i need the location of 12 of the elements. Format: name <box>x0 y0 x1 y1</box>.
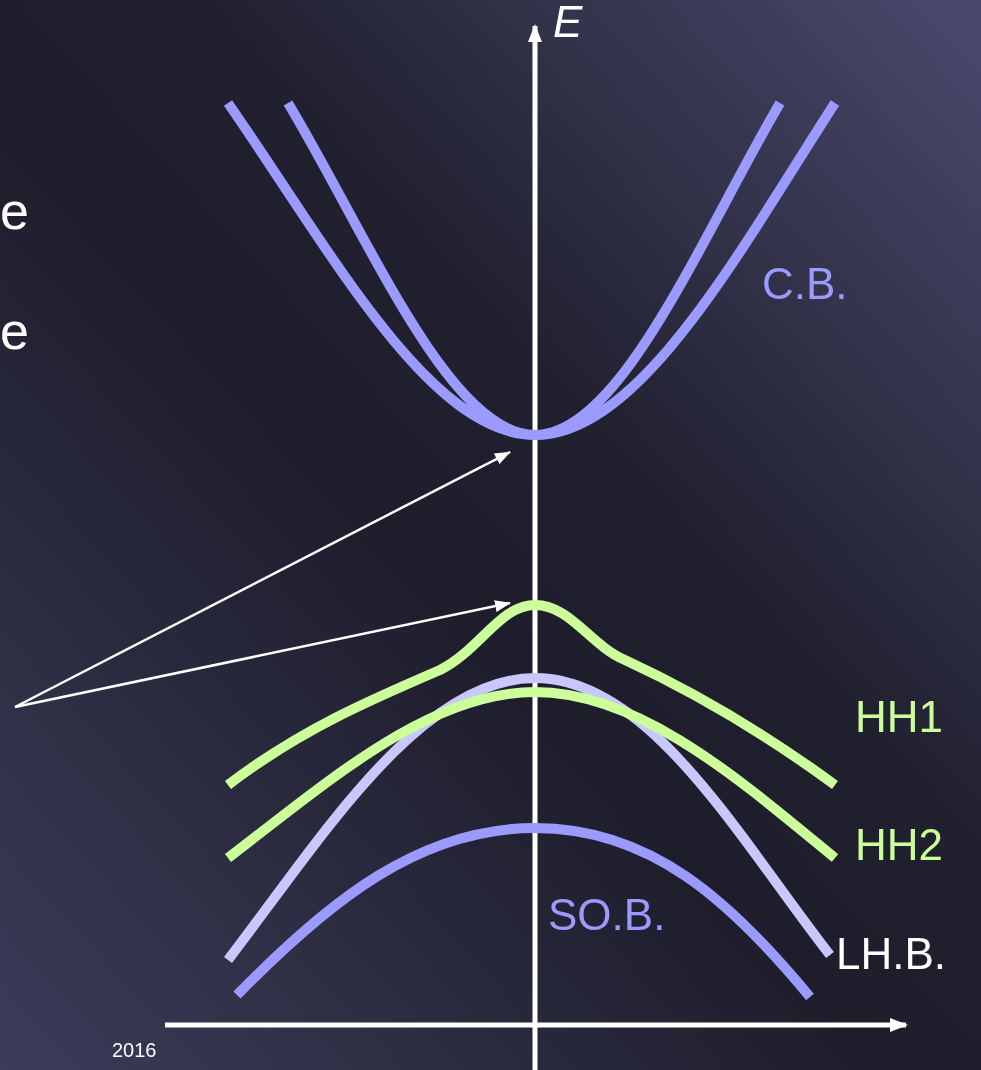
band-label: HH2 <box>855 823 944 867</box>
year-text: 2016 <box>112 1040 157 1060</box>
arrow <box>14 450 511 709</box>
band-label: SO.B. <box>548 893 666 937</box>
band-label: C.B. <box>762 262 848 306</box>
arrow <box>14 600 511 709</box>
cropped-text: e <box>0 185 29 237</box>
band-label: HH1 <box>855 695 944 739</box>
heavy-hole-band-curve <box>225 600 838 790</box>
band-label: LH.B. <box>836 932 947 976</box>
axis-label: E <box>553 0 583 44</box>
cropped-text: e <box>0 305 29 357</box>
